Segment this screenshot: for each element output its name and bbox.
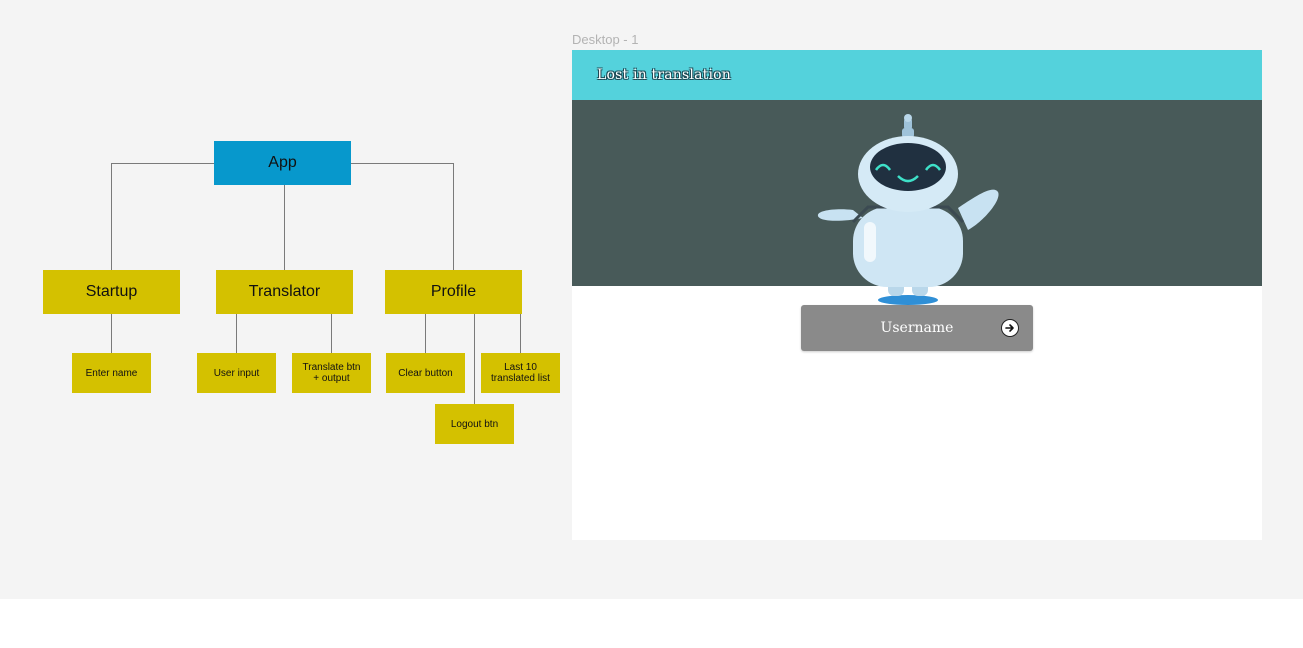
connector-line <box>111 163 214 164</box>
connector-line <box>453 163 454 270</box>
design-canvas[interactable]: App Startup Translator Profile Enter nam… <box>0 0 1303 599</box>
node-startup[interactable]: Startup <box>43 270 180 314</box>
connector-line <box>351 163 453 164</box>
connector-line <box>236 314 237 353</box>
connector-line <box>474 314 475 404</box>
username-input[interactable]: Username <box>801 305 1033 351</box>
node-translate-btn-output[interactable]: Translate btn + output <box>292 353 371 393</box>
node-user-input[interactable]: User input <box>197 353 276 393</box>
connector-line <box>520 314 521 353</box>
node-enter-name[interactable]: Enter name <box>72 353 151 393</box>
connector-line <box>284 185 285 270</box>
node-logout-btn[interactable]: Logout btn <box>435 404 514 444</box>
node-profile[interactable]: Profile <box>385 270 522 314</box>
connector-line <box>111 314 112 353</box>
app-header: Lost in translation <box>572 50 1262 100</box>
node-clear-button[interactable]: Clear button <box>386 353 465 393</box>
node-app[interactable]: App <box>214 141 351 185</box>
connector-line <box>111 163 112 270</box>
desktop-frame: Lost in translation Username <box>572 50 1262 540</box>
arrow-right-circle-icon[interactable] <box>1001 319 1019 337</box>
app-title: Lost in translation <box>597 67 731 83</box>
username-placeholder: Username <box>880 320 954 336</box>
node-translator[interactable]: Translator <box>216 270 353 314</box>
robot-mascot-image <box>817 114 999 305</box>
frame-label[interactable]: Desktop - 1 <box>572 32 639 47</box>
connector-line <box>331 314 332 353</box>
connector-line <box>425 314 426 353</box>
node-last-10-list[interactable]: Last 10 translated list <box>481 353 560 393</box>
